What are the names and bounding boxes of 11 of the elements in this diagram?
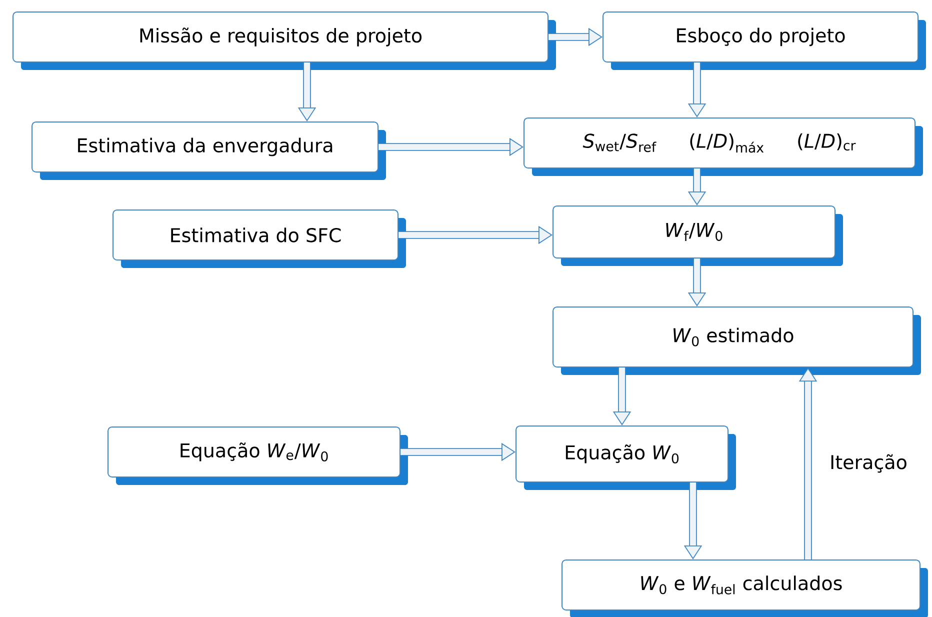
- edge-label: Iteração: [831, 454, 906, 473]
- process-box: Estimativa do SFC: [112, 210, 406, 268]
- process-box: W$_{f}$/W$_{0}$: [552, 205, 843, 266]
- process-box: W$_{0}$ e W$_{fuel}$ calculados: [562, 559, 928, 617]
- process-box: Esboço do projeto: [602, 11, 926, 70]
- process-box: Equação W$_{0}$: [516, 425, 736, 490]
- process-box: Equação W$_{e}$/W$_{0}$: [108, 426, 408, 485]
- process-box: Estimativa da envergadura: [32, 121, 386, 180]
- process-box: W$_{0}$ estimado: [552, 306, 921, 375]
- process-box: Missão e requisitos de projeto: [12, 11, 556, 70]
- process-box: S$_{wet}$/S$_{ref}$ (L/D)$_{máx}$ (L/D)$_{cr}$: [524, 117, 923, 176]
